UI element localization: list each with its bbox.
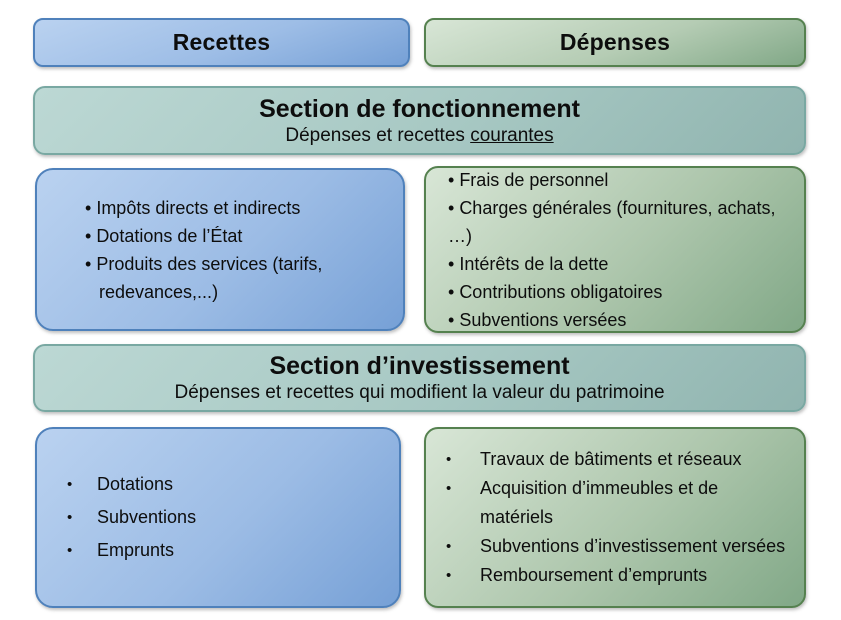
section-fonctionnement-subtitle: Dépenses et recettes courantes xyxy=(285,124,553,148)
fonctionnement-recettes-box: Impôts directs et indirectsDotations de … xyxy=(35,168,405,331)
list-item: Subventions xyxy=(37,501,399,534)
fonctionnement-recettes-list: Impôts directs et indirectsDotations de … xyxy=(85,194,387,306)
investissement-recettes-box: DotationsSubventionsEmprunts xyxy=(35,427,401,608)
fonctionnement-depenses-box: Frais de personnelCharges générales (fou… xyxy=(424,166,806,333)
list-item: Frais de personnel xyxy=(448,166,804,194)
list-item: Subventions d’investissement versées xyxy=(426,532,804,561)
list-item: Emprunts xyxy=(37,534,399,567)
recettes-header: Recettes xyxy=(33,18,410,67)
subtitle-prefix: Dépenses et recettes xyxy=(285,124,471,146)
subtitle-underlined-word: courantes xyxy=(470,124,554,146)
fonctionnement-depenses-list: Frais de personnelCharges générales (fou… xyxy=(448,166,804,334)
list-item: Intérêts de la dette xyxy=(448,250,804,278)
list-item: Travaux de bâtiments et réseaux xyxy=(426,445,804,474)
investissement-recettes-list: DotationsSubventionsEmprunts xyxy=(37,468,399,567)
list-item: Dotations xyxy=(37,468,399,501)
section-investissement-banner: Section d’investissement Dépenses et rec… xyxy=(33,344,806,412)
list-item: Subventions versées xyxy=(448,306,804,334)
depenses-header: Dépenses xyxy=(424,18,806,67)
depenses-header-label: Dépenses xyxy=(559,29,671,55)
list-item: Contributions obligatoires xyxy=(448,278,804,306)
list-item: Charges générales (fournitures, achats, … xyxy=(448,194,804,250)
investissement-depenses-box: Travaux de bâtiments et réseauxAcquisiti… xyxy=(424,427,806,608)
section-investissement-title: Section d’investissement xyxy=(269,352,570,380)
list-item: Produits des services (tarifs, redevance… xyxy=(85,250,387,306)
section-investissement-subtitle: Dépenses et recettes qui modifient la va… xyxy=(174,382,665,403)
section-fonctionnement-banner: Section de fonctionnement Dépenses et re… xyxy=(33,86,806,155)
investissement-depenses-list: Travaux de bâtiments et réseauxAcquisiti… xyxy=(426,445,804,590)
list-item: Dotations de l’État xyxy=(85,222,387,250)
recettes-header-label: Recettes xyxy=(172,29,271,55)
list-item: Remboursement d’emprunts xyxy=(426,561,804,590)
list-item: Impôts directs et indirects xyxy=(85,194,387,222)
section-fonctionnement-title: Section de fonctionnement xyxy=(259,94,580,123)
list-item: Acquisition d’immeubles et de matériels xyxy=(426,474,804,532)
